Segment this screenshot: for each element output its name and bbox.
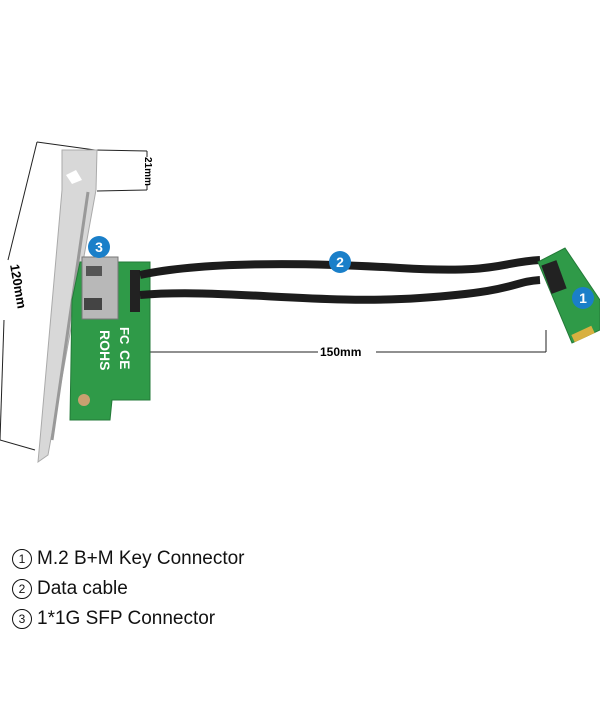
dimension-150mm bbox=[150, 330, 547, 353]
rohs-mark: ROHS bbox=[97, 330, 113, 370]
legend-label: 1*1G SFP Connector bbox=[37, 608, 216, 629]
dimension-21mm bbox=[94, 149, 148, 192]
legend-label: M.2 B+M Key Connector bbox=[37, 548, 245, 569]
product-diagram: 120mm 21mm 150mm ROHS CE FC 3 2 1 bbox=[0, 141, 600, 464]
fc-mark: FC bbox=[117, 327, 132, 345]
svg-text:1: 1 bbox=[579, 290, 587, 306]
svg-text:2: 2 bbox=[336, 254, 344, 270]
cable-header bbox=[130, 270, 140, 312]
legend-label: Data cable bbox=[37, 578, 128, 599]
badge-2: 2 bbox=[329, 251, 351, 273]
legend-number: 1 bbox=[12, 549, 32, 569]
data-cable-lower bbox=[139, 276, 541, 304]
ce-mark: CE bbox=[117, 350, 133, 369]
badge-1: 1 bbox=[572, 287, 594, 309]
dimension-150mm-label: 150mm bbox=[320, 345, 361, 359]
legend-number: 2 bbox=[12, 579, 32, 599]
dimension-120mm bbox=[0, 141, 96, 451]
dimension-21mm-label: 21mm bbox=[142, 157, 153, 186]
legend-number: 3 bbox=[12, 609, 32, 629]
badge-3: 3 bbox=[88, 236, 110, 258]
data-cable-upper bbox=[139, 256, 541, 279]
dimension-120mm-label: 120mm bbox=[7, 263, 30, 310]
svg-text:3: 3 bbox=[95, 239, 103, 255]
